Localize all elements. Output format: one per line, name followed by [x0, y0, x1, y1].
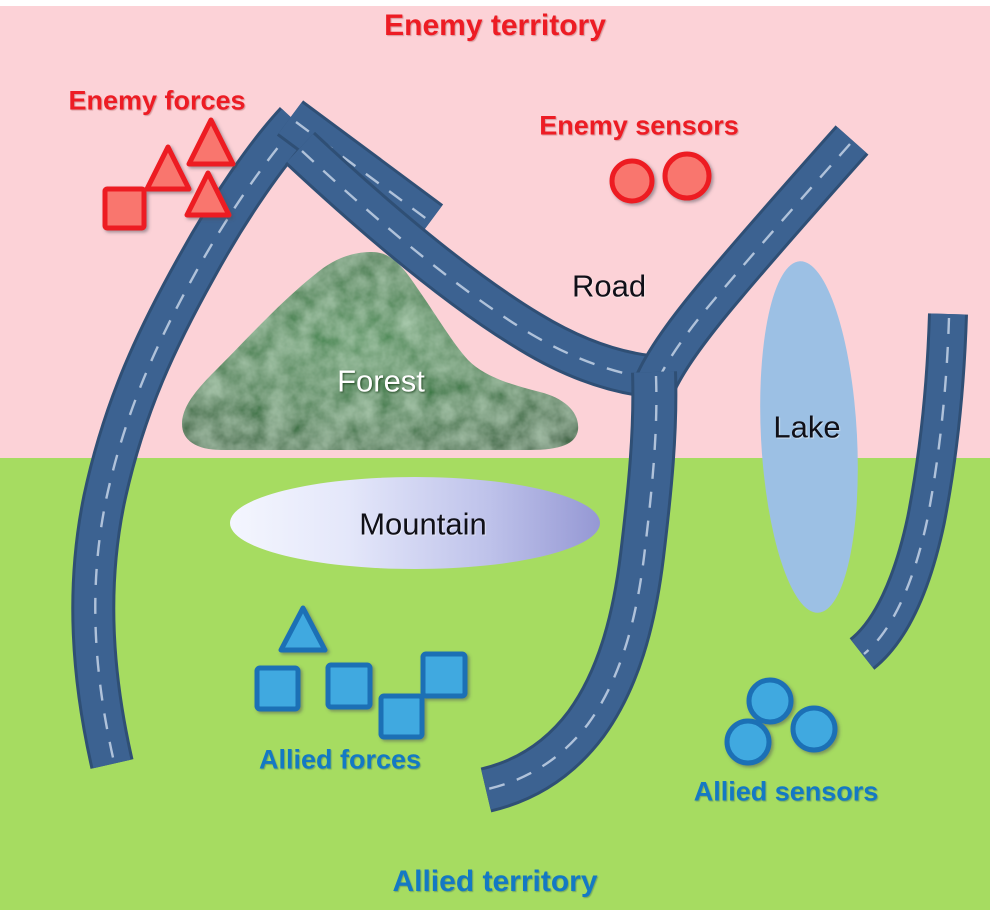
- allied-force-square[interactable]: [254, 665, 301, 712]
- enemy-sensor-circle[interactable]: [662, 151, 712, 201]
- allied-force-square[interactable]: [378, 693, 425, 740]
- allied-force-triangle[interactable]: [278, 605, 328, 653]
- allied-sensor-circle[interactable]: [790, 705, 838, 753]
- enemy-forces-markers: [102, 117, 236, 231]
- enemy-force-triangle[interactable]: [186, 117, 236, 167]
- road-northeast: [636, 125, 869, 392]
- road-center-diagonal: [284, 131, 652, 398]
- enemy-sensors-markers: [609, 151, 712, 204]
- mountain-shape: [230, 477, 600, 569]
- allied-force-square[interactable]: [325, 662, 373, 710]
- allied-sensor-circle[interactable]: [724, 718, 772, 766]
- enemy-force-triangle[interactable]: [144, 144, 192, 192]
- allied-sensor-circle[interactable]: [746, 677, 794, 725]
- enemy-force-triangle[interactable]: [184, 170, 232, 218]
- road-south-trunk: [480, 371, 678, 813]
- lake-shape: [760, 261, 858, 613]
- canvas-top-border: [0, 0, 990, 6]
- road-network: [71, 100, 968, 813]
- canvas-bottom-border: [0, 910, 990, 916]
- allied-forces-markers: [254, 605, 468, 740]
- allied-sensors-markers: [724, 677, 838, 766]
- forest-shape: [182, 252, 579, 450]
- allied-force-square[interactable]: [420, 651, 468, 699]
- road-west-branch: [71, 106, 313, 769]
- enemy-sensor-circle[interactable]: [609, 158, 655, 204]
- enemy-force-square[interactable]: [102, 186, 147, 231]
- road-east-arc: [848, 313, 968, 670]
